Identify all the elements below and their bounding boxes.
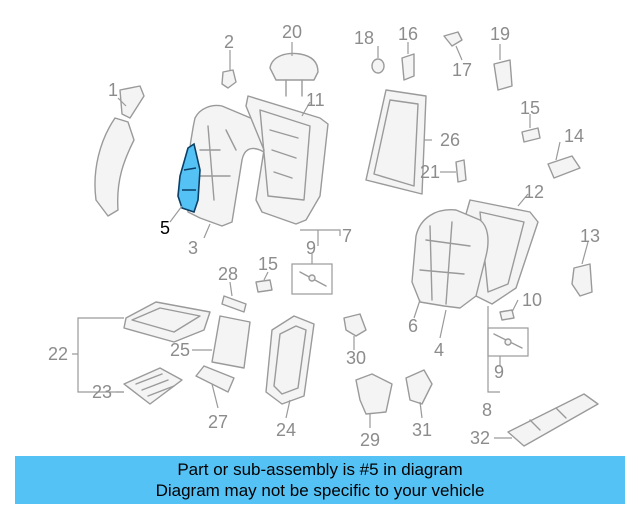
part-4-seat-back[interactable]: [411, 209, 489, 309]
callout-5[interactable]: 5: [160, 218, 170, 238]
callout-30[interactable]: 30: [346, 348, 366, 368]
part-11-seat-frame[interactable]: [245, 95, 329, 225]
part-31[interactable]: [405, 369, 433, 405]
part-29[interactable]: [355, 373, 393, 415]
part-24-frame[interactable]: [265, 315, 315, 405]
part-15-lower[interactable]: [255, 279, 273, 293]
callout-3[interactable]: 3: [188, 238, 198, 258]
callout-6[interactable]: 6: [408, 316, 418, 336]
callout-11[interactable]: 11: [306, 90, 325, 110]
part-13[interactable]: [571, 263, 593, 297]
callout-22[interactable]: 22: [48, 344, 68, 364]
callout-29[interactable]: 29: [360, 430, 380, 450]
callout-labels: 1 2 3 4 5 6 7 8 9 9 10 11 12 13 14 15 15…: [48, 22, 600, 450]
part-28[interactable]: [221, 295, 247, 313]
banner-line-2: Diagram may not be specific to your vehi…: [155, 481, 485, 500]
callout-27[interactable]: 27: [208, 412, 228, 432]
callout-10[interactable]: 10: [522, 290, 542, 310]
part-10[interactable]: [499, 309, 515, 321]
part-22-cushion[interactable]: [123, 301, 211, 343]
callout-32[interactable]: 32: [470, 428, 490, 448]
callout-26[interactable]: 26: [440, 130, 460, 150]
info-banner: Part or sub-assembly is #5 in diagram Di…: [15, 456, 625, 504]
part-9-upper-box[interactable]: [291, 263, 333, 295]
part-20-headrest[interactable]: [269, 52, 319, 97]
part-26-panel[interactable]: [365, 89, 427, 195]
callout-21[interactable]: 21: [420, 162, 440, 182]
callout-14[interactable]: 14: [564, 126, 584, 146]
callout-7[interactable]: 7: [342, 226, 352, 246]
part-32[interactable]: [507, 393, 599, 447]
callout-12[interactable]: 12: [524, 182, 544, 202]
callout-23[interactable]: 23: [92, 382, 112, 402]
callout-25[interactable]: 25: [170, 340, 190, 360]
part-2-clip[interactable]: [221, 69, 237, 89]
callout-9-upper[interactable]: 9: [306, 238, 316, 258]
part-27[interactable]: [195, 365, 235, 393]
callout-16[interactable]: 16: [398, 24, 418, 44]
parts-diagram: 1 2 3 4 5 6 7 8 9 9 10 11 12 13 14 15 15…: [48, 22, 600, 450]
part-18[interactable]: [371, 58, 385, 74]
callout-20[interactable]: 20: [282, 22, 302, 42]
callout-9-lower[interactable]: 9: [494, 362, 504, 382]
callout-15-top[interactable]: 15: [520, 98, 540, 118]
callout-4[interactable]: 4: [434, 340, 444, 360]
part-30[interactable]: [343, 313, 367, 337]
part-9-lower-box[interactable]: [487, 327, 529, 357]
leader-lines: [72, 42, 589, 439]
part-21[interactable]: [455, 159, 467, 183]
callout-2[interactable]: 2: [224, 32, 234, 52]
callout-15-lower[interactable]: 15: [258, 254, 278, 274]
part-25-pad[interactable]: [211, 315, 251, 369]
part-5-highlighted[interactable]: [177, 142, 201, 214]
part-17[interactable]: [443, 31, 463, 47]
part-16[interactable]: [401, 53, 415, 81]
part-1-side-trim[interactable]: [94, 85, 145, 217]
callout-24[interactable]: 24: [276, 420, 296, 440]
callout-1[interactable]: 1: [108, 80, 118, 100]
callout-8[interactable]: 8: [482, 400, 492, 420]
callout-31[interactable]: 31: [412, 420, 432, 440]
callout-28[interactable]: 28: [218, 264, 238, 284]
callout-18[interactable]: 18: [354, 28, 374, 48]
callout-19[interactable]: 19: [490, 24, 510, 44]
banner-line-1: Part or sub-assembly is #5 in diagram: [177, 460, 463, 479]
callout-17[interactable]: 17: [452, 60, 472, 80]
part-23[interactable]: [123, 367, 183, 405]
part-15-top[interactable]: [521, 127, 541, 143]
part-19[interactable]: [493, 59, 513, 91]
callout-13[interactable]: 13: [580, 226, 600, 246]
part-14[interactable]: [547, 155, 581, 179]
